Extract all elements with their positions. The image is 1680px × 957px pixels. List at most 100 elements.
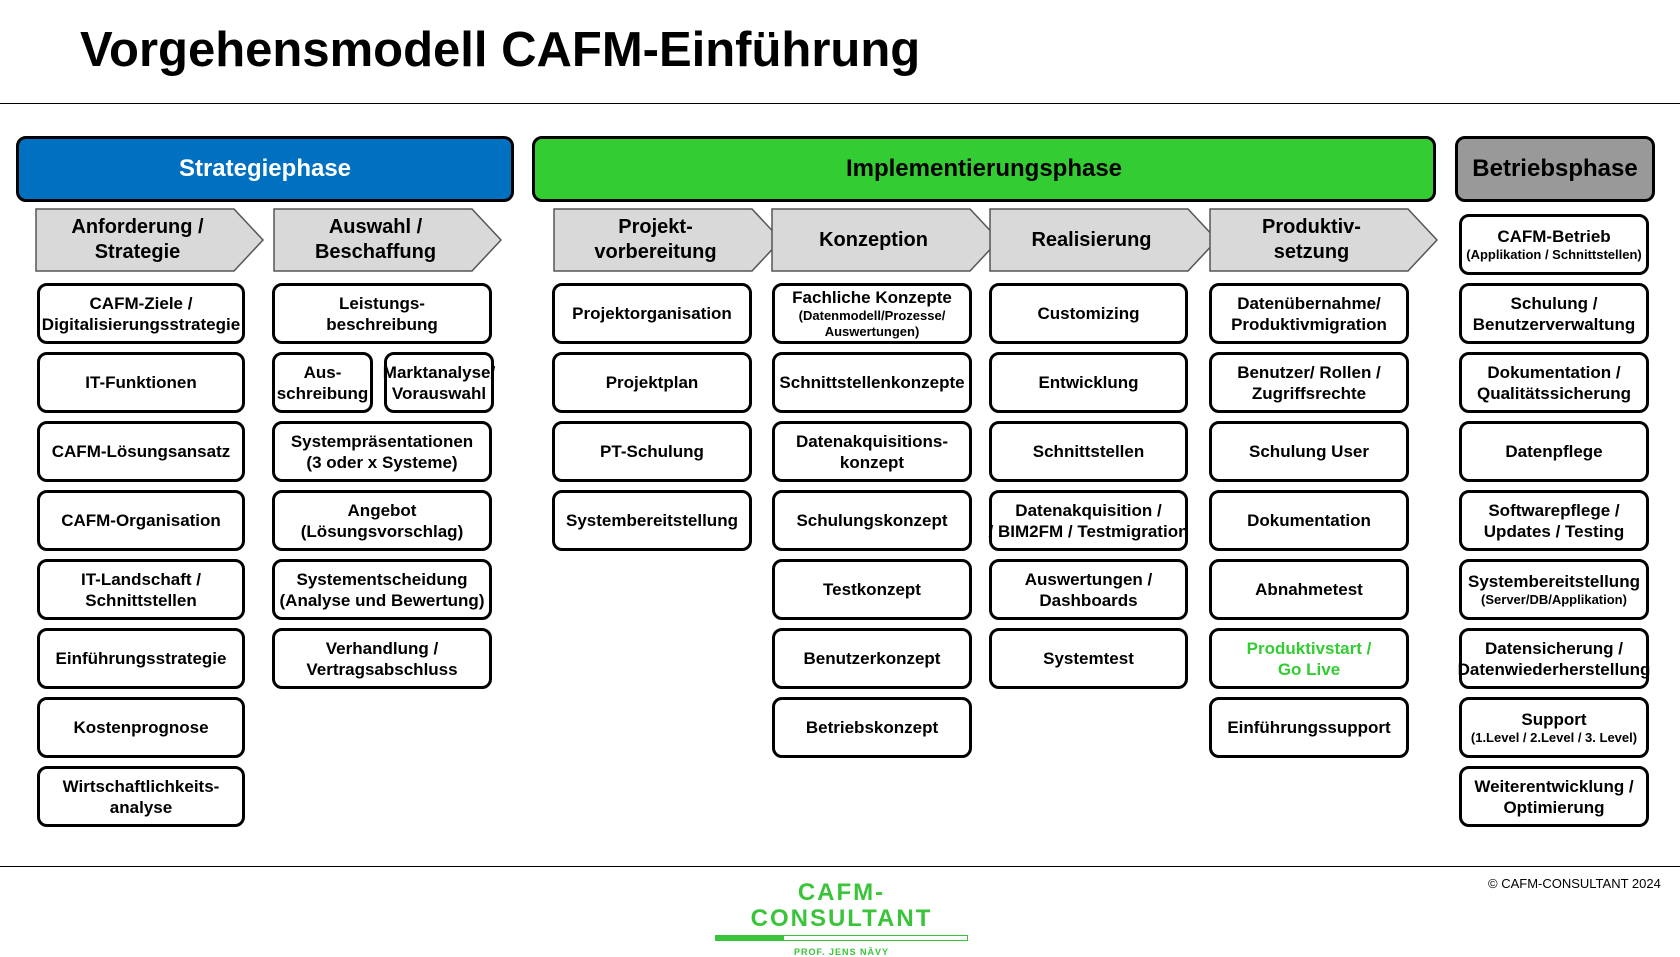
task-label: Schulung / Benutzerverwaltung	[1472, 293, 1636, 334]
step-chevron-4: Realisierung	[989, 208, 1218, 272]
task-label: Aus- schreibung	[276, 362, 369, 403]
task-box: Projektorganisation	[552, 283, 752, 344]
task-label: Datenübernahme/ Produktivmigration	[1231, 293, 1387, 334]
task-label: IT-Landschaft / Schnittstellen	[81, 569, 201, 610]
task-box: Wirtschaftlichkeits- analyse	[37, 766, 245, 827]
header-divider	[0, 103, 1680, 104]
task-label: Entwicklung	[1038, 373, 1139, 392]
task-box: Projektplan	[552, 352, 752, 413]
task-box: Marktanalyse/ Vorauswahl	[382, 352, 496, 413]
step-chevron-0: Anforderung / Strategie	[35, 208, 264, 272]
step-chevron-1: Auswahl / Beschaffung	[273, 208, 502, 272]
task-box: Systementscheidung (Analyse und Bewertun…	[272, 559, 492, 620]
task-label: Customizing	[1037, 304, 1140, 323]
task-label: Fachliche Konzepte	[792, 288, 952, 307]
phase-header-0: Strategiephase	[16, 136, 514, 202]
step-label: Projekt- vorbereitung	[594, 216, 717, 263]
task-box: Entwicklung	[989, 352, 1188, 413]
task-box: Weiterentwicklung / Optimierung	[1459, 766, 1649, 827]
step-label: Realisierung	[1031, 228, 1152, 251]
page-title: Vorgehensmodell CAFM-Einführung	[80, 23, 921, 77]
task-box: Angebot (Lösungsvorschlag)	[272, 490, 492, 551]
task-label: Marktanalyse/ Vorauswahl	[382, 362, 496, 403]
task-label: Schulungskonzept	[796, 511, 948, 530]
task-box: CAFM-Betrieb(Applikation / Schnittstelle…	[1459, 214, 1649, 275]
task-box: Schulung User	[1209, 421, 1409, 482]
task-label: Einführungssupport	[1227, 718, 1391, 737]
task-box: Testkonzept	[772, 559, 972, 620]
step-chevron-2: Projekt- vorbereitung	[553, 208, 782, 272]
step-chevron-5: Produktiv- setzung	[1209, 208, 1438, 272]
task-label: Systempräsentationen (3 oder x Systeme)	[290, 431, 474, 472]
task-box: Benutzer/ Rollen / Zugriffsrechte	[1209, 352, 1409, 413]
task-label: PT-Schulung	[600, 442, 704, 461]
task-label: Produktivstart / Go Live	[1246, 638, 1372, 679]
step-label: Anforderung / Strategie	[71, 216, 204, 263]
step-label: Konzeption	[819, 228, 928, 251]
task-sublabel: (Applikation / Schnittstellen)	[1466, 247, 1642, 262]
task-label: Angebot (Lösungsvorschlag)	[300, 500, 464, 541]
task-label: Weiterentwicklung / Optimierung	[1474, 776, 1634, 817]
cafm-consultant-logo: CAFM-CONSULTANT PROF. JENS NÄVY	[715, 880, 968, 957]
task-label: Datenpflege	[1505, 442, 1603, 461]
logo-name: CAFM-CONSULTANT	[750, 879, 933, 932]
task-label: Dokumentation / Qualitätssicherung	[1477, 362, 1631, 403]
task-box: Datensicherung / Datenwiederherstellung	[1457, 628, 1651, 689]
task-label: Systemtest	[1043, 649, 1134, 668]
task-sublabel: (1.Level / 2.Level / 3. Level)	[1470, 730, 1638, 745]
task-label: Datenakquisition / / BIM2FM / Testmigrat…	[988, 500, 1189, 541]
task-box: Leistungs- beschreibung	[272, 283, 492, 344]
task-box: Softwarepflege / Updates / Testing	[1459, 490, 1649, 551]
task-box: Systembereitstellung(Server/DB/Applikati…	[1459, 559, 1649, 620]
task-box: Systembereitstellung	[552, 490, 752, 551]
logo-bar	[715, 935, 968, 941]
task-box: Betriebskonzept	[772, 697, 972, 758]
task-box: PT-Schulung	[552, 421, 752, 482]
task-box: Customizing	[989, 283, 1188, 344]
task-box: Einführungsstrategie	[37, 628, 245, 689]
task-label: Schnittstellenkonzepte	[779, 373, 965, 392]
task-label: CAFM-Organisation	[61, 511, 221, 530]
task-box: Schulung / Benutzerverwaltung	[1459, 283, 1649, 344]
task-box: Fachliche Konzepte(Datenmodell/Prozesse/…	[772, 283, 972, 344]
task-box: Support(1.Level / 2.Level / 3. Level)	[1459, 697, 1649, 758]
task-box: Schnittstellen	[989, 421, 1188, 482]
task-label: Auswertungen / Dashboards	[1024, 569, 1153, 610]
task-label: Systembereitstellung	[1468, 572, 1640, 591]
task-label: Systementscheidung (Analyse und Bewertun…	[279, 569, 485, 610]
task-label: Softwarepflege / Updates / Testing	[1483, 500, 1625, 541]
footer-divider	[0, 866, 1680, 867]
task-label: Betriebskonzept	[805, 718, 939, 737]
task-label: Wirtschaftlichkeits- analyse	[62, 776, 220, 817]
chevron-arrow-icon	[273, 208, 502, 272]
task-box: Dokumentation	[1209, 490, 1409, 551]
task-label: Kostenprognose	[73, 718, 209, 737]
chevron-arrow-icon	[553, 208, 782, 272]
task-label: Leistungs- beschreibung	[326, 293, 438, 334]
task-box: IT-Funktionen	[37, 352, 245, 413]
task-box: Systempräsentationen (3 oder x Systeme)	[272, 421, 492, 482]
task-label: Projektplan	[605, 373, 699, 392]
task-label: Dokumentation	[1247, 511, 1371, 530]
task-box: Datenübernahme/ Produktivmigration	[1209, 283, 1409, 344]
task-box: Verhandlung / Vertragsabschluss	[272, 628, 492, 689]
task-label: Benutzerkonzept	[803, 649, 941, 668]
phase-header-2: Betriebsphase	[1455, 136, 1655, 202]
task-box: Dokumentation / Qualitätssicherung	[1459, 352, 1649, 413]
task-label: Datensicherung / Datenwiederherstellung	[1457, 638, 1651, 679]
task-box: Produktivstart / Go Live	[1209, 628, 1409, 689]
chevron-arrow-icon	[771, 208, 1000, 272]
task-box: Datenakquisitions- konzept	[772, 421, 972, 482]
task-label: CAFM-Ziele / Digitalisierungsstrategie	[41, 293, 241, 334]
step-label: Auswahl / Beschaffung	[314, 216, 437, 263]
task-box: Auswertungen / Dashboards	[989, 559, 1188, 620]
task-label: IT-Funktionen	[85, 373, 197, 392]
task-label: CAFM-Lösungsansatz	[51, 442, 231, 461]
task-label: Einführungsstrategie	[55, 649, 227, 668]
task-box: IT-Landschaft / Schnittstellen	[37, 559, 245, 620]
task-label: Projektorganisation	[572, 304, 732, 323]
copyright: © CAFM-CONSULTANT 2024	[1488, 876, 1661, 891]
task-box: Kostenprognose	[37, 697, 245, 758]
task-box: Aus- schreibung	[272, 352, 373, 413]
step-chevron-3: Konzeption	[771, 208, 1000, 272]
